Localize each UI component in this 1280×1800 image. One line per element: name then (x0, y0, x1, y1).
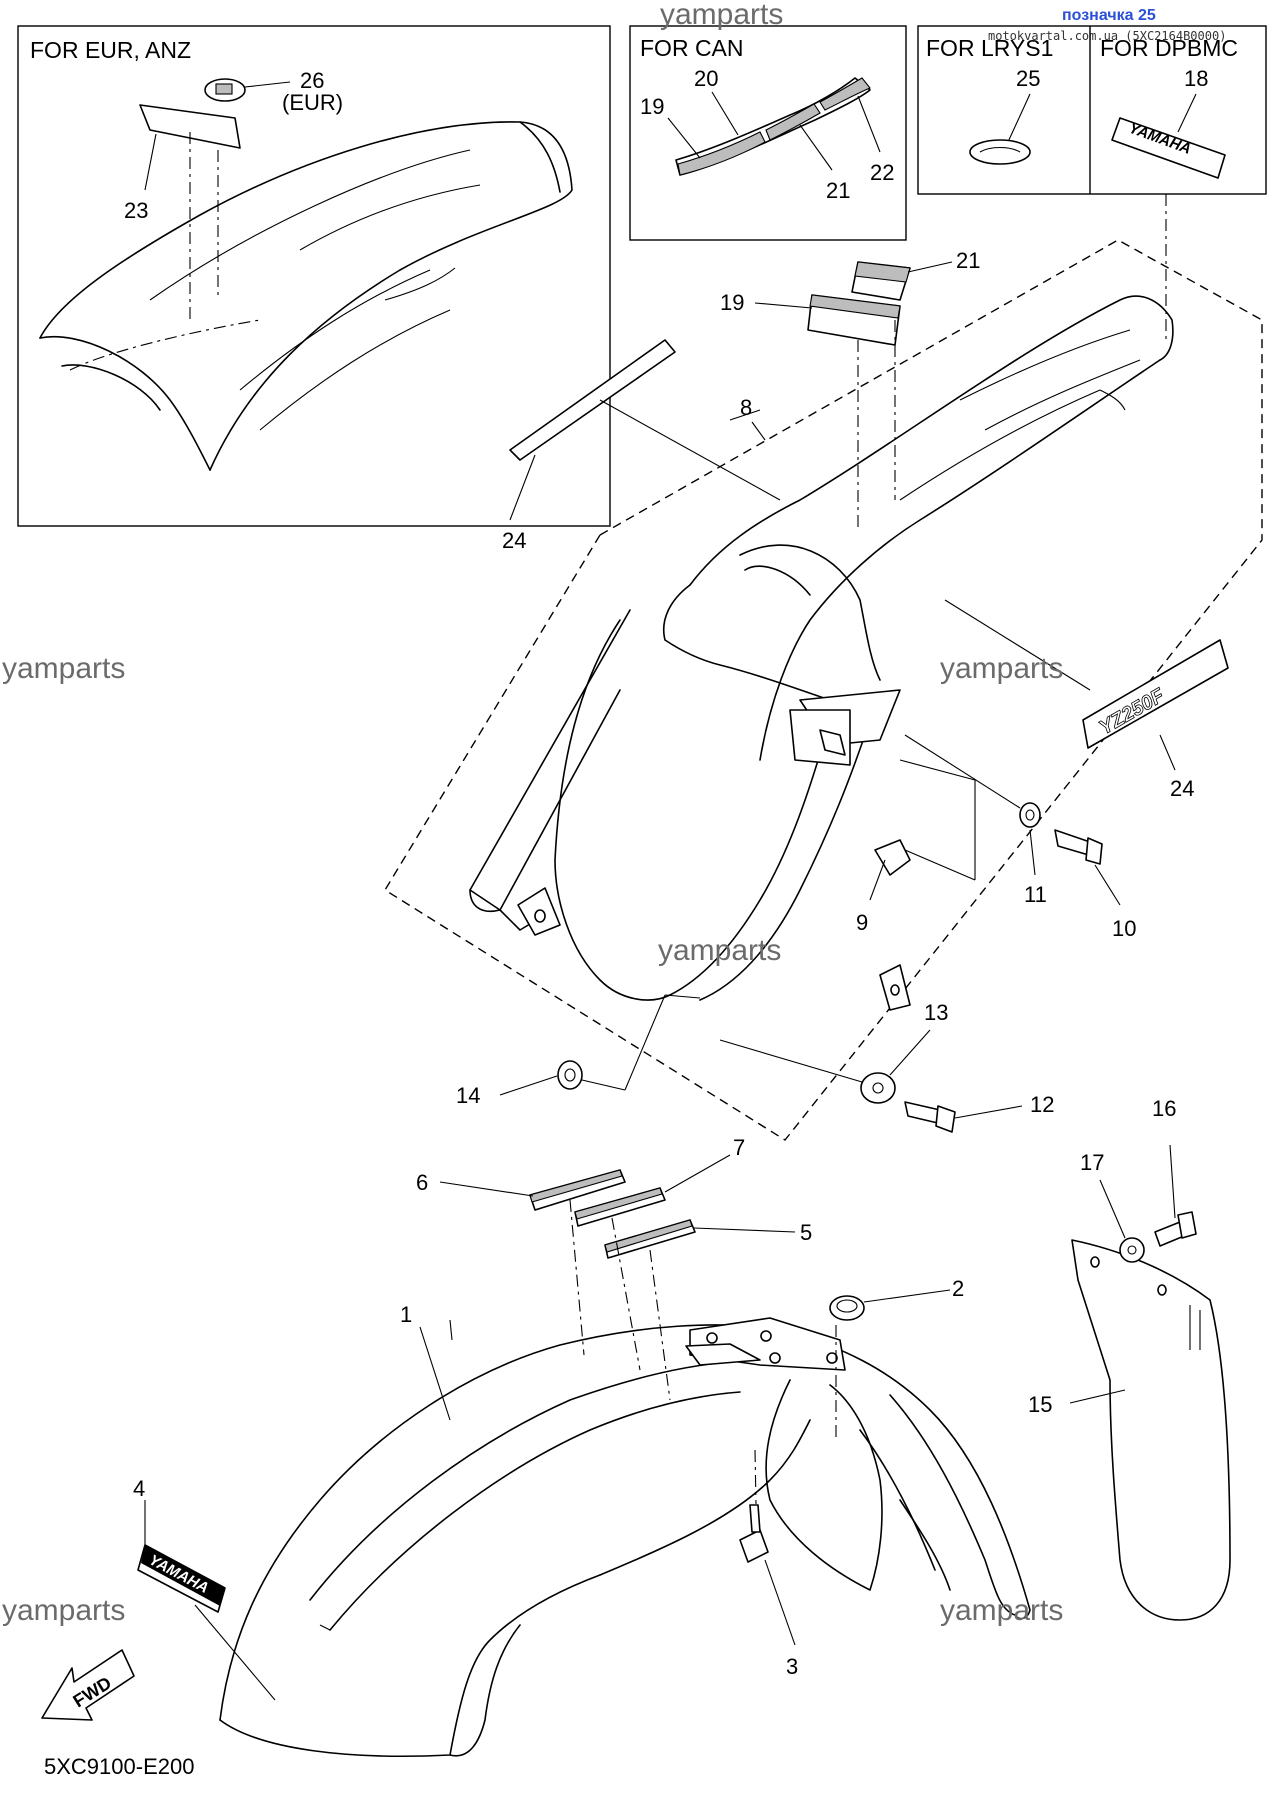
callout-25: 25 (1016, 66, 1040, 91)
callout-10: 10 (1112, 916, 1136, 941)
callout-23: 23 (124, 198, 148, 223)
callout-3: 3 (786, 1654, 798, 1679)
watermark-bottom-right: yamparts (940, 1594, 1063, 1627)
inset-eur-anz-title: FOR EUR, ANZ (30, 37, 191, 63)
rear-fender-outline (384, 239, 1263, 1141)
callout-24-right: 24 (1170, 776, 1194, 801)
callout-19: 19 (720, 290, 744, 315)
inset-dpbmc-title: FOR DPBMC (1100, 35, 1238, 61)
rear-fender-assembly: 9 11 10 13 12 14 (384, 239, 1263, 1141)
clip-9 (874, 839, 911, 876)
callout-11: 11 (1024, 882, 1047, 907)
callout-24-left: 24 (502, 528, 526, 553)
callout-8: 8 (740, 395, 752, 420)
watermark-left: yamparts (2, 652, 125, 685)
inset-can-title: FOR CAN (640, 35, 744, 61)
callout-15: 15 (1028, 1392, 1052, 1417)
washer-11 (1019, 802, 1041, 828)
inset-eur-anz-frame (17, 25, 611, 527)
callout-12: 12 (1030, 1092, 1054, 1117)
callout-20: 20 (694, 66, 718, 91)
watermark-top: yamparts (660, 0, 783, 31)
inset-eur-anz: FOR EUR, ANZ (EUR) 26 23 (17, 25, 611, 527)
grommet-14 (557, 1060, 583, 1090)
callout-6: 6 (416, 1170, 428, 1195)
callout-4: 4 (133, 1476, 145, 1501)
decal-24-right (1082, 639, 1229, 749)
callout-1: 1 (400, 1302, 412, 1327)
callout-16: 16 (1152, 1096, 1176, 1121)
callout-17: 17 (1080, 1150, 1104, 1175)
inset-lrys1-dpbmc-frame (917, 25, 1267, 195)
callout-5: 5 (800, 1220, 812, 1245)
callout-18: 18 (1184, 66, 1208, 91)
callout-26: 26 (300, 68, 324, 93)
diagram-code: 5XC9100-E200 (44, 1754, 194, 1779)
grommet-2 (829, 1295, 865, 1321)
site-url: motokvartal.com.ua (5XC2164B0000) (988, 29, 1226, 43)
inset-rear-fender (39, 121, 573, 471)
callout-22: 22 (870, 160, 894, 185)
emblem-25 (969, 139, 1031, 165)
inset-can-frame (629, 25, 907, 241)
callout-14: 14 (456, 1083, 480, 1108)
callout-21-can: 21 (826, 178, 850, 203)
callout-7: 7 (733, 1135, 745, 1160)
front-fender-assembly: 6 7 5 2 1 (133, 1135, 1031, 1757)
watermark-center: yamparts (658, 934, 781, 967)
mud-flap-assembly: 15 17 16 (1028, 1096, 1231, 1621)
eur-note: (EUR) (282, 90, 343, 115)
callout-19-can: 19 (640, 94, 664, 119)
inset-can: FOR CAN 19 20 21 22 (629, 25, 907, 241)
callout-21: 21 (956, 248, 980, 273)
bolt-3 (739, 1529, 769, 1563)
inset-lrys1-title: FOR LRYS1 (926, 35, 1053, 61)
fwd-arrow-icon: FWD (41, 1649, 135, 1721)
watermark-right: yamparts (940, 652, 1063, 685)
mud-flap-15 (1071, 1239, 1231, 1621)
decal-18 (1111, 117, 1226, 179)
washer-17 (1119, 1237, 1145, 1263)
washer-13 (860, 1072, 896, 1104)
watermark-bottom-left: yamparts (2, 1594, 125, 1627)
decal-23-inset (139, 104, 241, 149)
top-note: позначка 25 (1062, 7, 1156, 24)
decal-24-left (509, 339, 676, 461)
callout-2: 2 (952, 1276, 964, 1301)
callout-9: 9 (856, 910, 868, 935)
callout-13: 13 (924, 1000, 948, 1025)
